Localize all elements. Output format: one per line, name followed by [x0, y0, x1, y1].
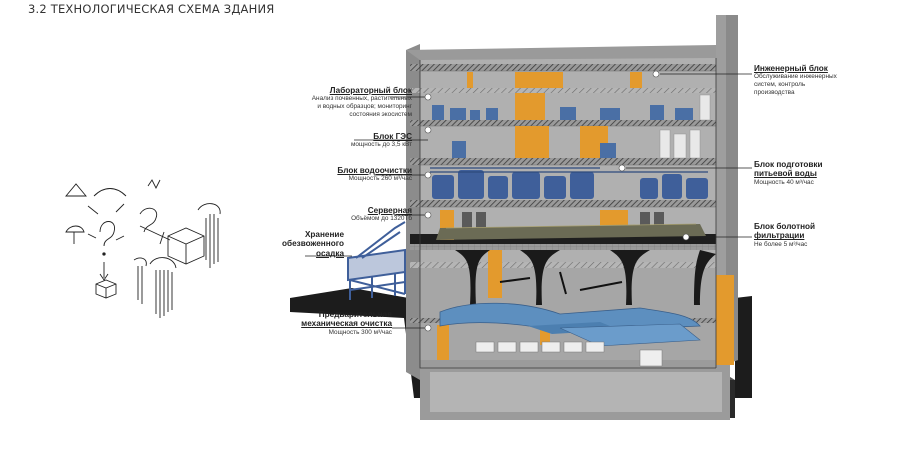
label-hydro-block-desc: мощность до 3,5 кВт	[350, 141, 412, 149]
label-mechanical-treatment: Предварительная механическая очистка Мощ…	[232, 310, 392, 336]
callout-dots	[424, 70, 690, 332]
label-server-room-desc: Объёмом до 1320Тб	[351, 215, 412, 223]
basement-columns	[455, 250, 716, 305]
mechanical-treatment-units	[475, 341, 663, 367]
label-drinking-water-title-1: Блок подготовки	[754, 160, 823, 169]
label-lab-block-desc-3: состояния экосистем	[349, 110, 412, 118]
label-engineering-block-desc-3: производства	[754, 88, 795, 96]
label-water-treatment-desc: Мощность 260 м³/час	[348, 175, 412, 183]
label-drinking-water-desc: Мощность 40 м³/час	[754, 178, 814, 186]
sludge-storage-structure	[347, 221, 406, 300]
label-hydro-block: Блок ГЭС мощность до 3,5 кВт	[292, 132, 412, 149]
building-shell	[406, 15, 738, 420]
page-title: 3.2 ТЕХНОЛОГИЧЕСКАЯ СХЕМА ЗДАНИЯ	[28, 2, 275, 16]
label-drinking-water-title-2: питьевой воды	[754, 169, 817, 179]
facade-windows	[420, 70, 716, 208]
server-racks	[462, 212, 664, 234]
label-mechanical-treatment-title-1: Предварительная	[318, 310, 392, 319]
water-basins	[439, 302, 701, 347]
label-hydro-block-title: Блок ГЭС	[373, 132, 412, 141]
label-mechanical-treatment-title-2: механическая очистка	[301, 319, 392, 329]
label-marsh-filtration: Блок болотной фильтрации Не более 5 м³/ч…	[754, 222, 894, 248]
concept-sketch	[65, 179, 221, 318]
label-engineering-block-desc-1: Обслуживание инженерных	[754, 73, 837, 81]
callout-lines	[305, 73, 752, 329]
label-sludge-storage-title-3: осадка	[316, 248, 344, 258]
marsh-filtration	[436, 223, 706, 240]
lab-furniture-white	[659, 94, 711, 159]
label-lab-block-desc-1: Анализ почвенных, растительных	[311, 95, 412, 103]
label-water-treatment-title: Блок водоочистки	[337, 166, 412, 175]
label-marsh-filtration-title-1: Блок болотной	[754, 222, 816, 231]
label-sludge-storage-title-1: Хранение	[304, 230, 344, 239]
label-lab-block: Лабораторный блок Анализ почвенных, раст…	[262, 86, 412, 118]
label-sludge-storage: Хранение обезвоженного осадка	[234, 230, 344, 258]
label-server-room: Серверная Объёмом до 1320Тб	[292, 206, 412, 223]
label-marsh-filtration-title-2: фильтрации	[754, 231, 805, 241]
label-mechanical-treatment-desc: Мощность 300 м³/час	[328, 328, 392, 336]
ventilation-fans	[499, 271, 623, 295]
label-lab-block-title: Лабораторный блок	[329, 86, 412, 95]
label-engineering-block-desc-2: систем, контроль	[754, 81, 806, 88]
label-server-room-title: Серверная	[367, 206, 412, 215]
glass-facade	[419, 58, 717, 369]
water-treatment-tanks	[432, 170, 708, 199]
label-sludge-storage-title-2: обезвоженного	[282, 239, 344, 249]
pipes	[430, 167, 708, 173]
lab-equipment	[432, 105, 693, 158]
label-lab-block-desc-2: и водных образцов; мониторинг	[317, 103, 412, 110]
label-water-treatment: Блок водоочистки Мощность 260 м³/час	[272, 166, 412, 183]
label-drinking-water: Блок подготовки питьевой воды Мощность 4…	[754, 160, 894, 186]
label-marsh-filtration-desc: Не более 5 м³/час	[754, 240, 808, 248]
label-engineering-block: Инженерный блок Обслуживание инженерных …	[754, 64, 894, 96]
label-engineering-block-title: Инженерный блок	[754, 64, 828, 73]
